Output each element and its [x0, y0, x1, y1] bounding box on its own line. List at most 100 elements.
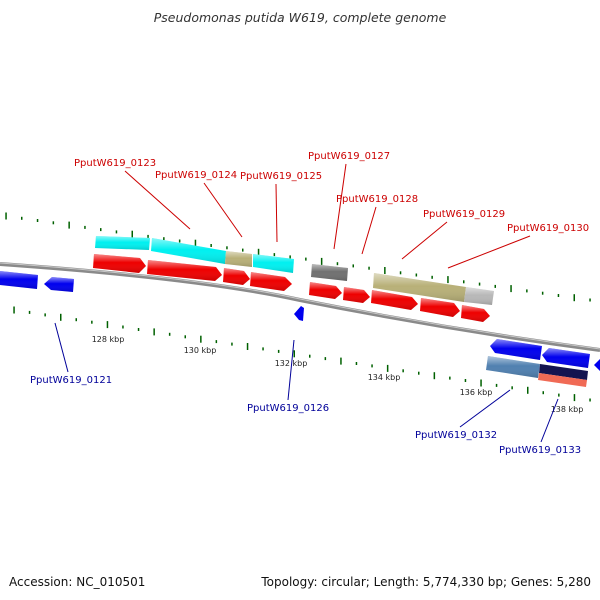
gene-block-0133-salmon: [538, 373, 587, 387]
callout-line: [459, 389, 511, 428]
major-tick: [573, 394, 576, 402]
minor-tick: [542, 391, 544, 395]
genome-backbone: [0, 262, 600, 352]
minor-tick: [21, 216, 23, 220]
major-tick: [257, 248, 260, 256]
cds-arrow-reverse: [490, 339, 542, 360]
cds-arrow: [343, 287, 370, 303]
major-tick: [433, 372, 436, 380]
minor-tick: [402, 369, 404, 373]
minor-tick: [115, 230, 118, 234]
gene-label-0127: PputW619_0127: [308, 151, 390, 162]
gene-block-0133-navy: [539, 364, 588, 380]
gene-label-0121: PputW619_0121: [30, 375, 112, 386]
cds-arrow-reverse: [44, 277, 74, 292]
minor-tick: [494, 284, 496, 288]
major-tick: [106, 321, 109, 329]
scale-label: 128 kbp: [92, 335, 125, 344]
genome-summary-text: Topology: circular; Length: 5,774,330 bp…: [260, 575, 591, 589]
cds-arrow-reverse: [542, 348, 590, 368]
major-tick: [320, 257, 323, 265]
minor-tick: [147, 234, 149, 238]
minor-tick: [399, 271, 402, 275]
callout-line: [333, 163, 347, 250]
major-tick: [510, 285, 512, 293]
reverse-gene-labels: PputW619_0121 PputW619_0126 PputW619_013…: [30, 322, 581, 456]
scale-label: 138 kbp: [551, 405, 584, 414]
cds-arrow: [371, 290, 418, 310]
callout-line: [540, 398, 559, 443]
scale-label: 134 kbp: [368, 373, 401, 382]
minor-tick: [137, 328, 140, 331]
minor-tick: [464, 379, 467, 382]
feature-track-outer: [95, 236, 588, 387]
minor-tick: [449, 376, 451, 380]
cds-arrow: [461, 305, 490, 322]
callout-line: [203, 182, 243, 238]
minor-tick: [415, 273, 418, 277]
callout-line: [124, 170, 191, 230]
callout-line: [447, 235, 531, 269]
minor-tick: [231, 342, 233, 346]
gene-block-0129: [373, 273, 466, 302]
gene-label-0124: PputW619_0124: [155, 170, 237, 181]
minor-tick: [541, 291, 544, 295]
cds-arrow: [250, 272, 292, 291]
minor-tick: [226, 246, 228, 250]
minor-tick: [431, 275, 433, 279]
major-tick: [200, 335, 202, 343]
minor-tick: [122, 325, 124, 329]
gene-block-0125: [253, 254, 294, 273]
minor-tick: [511, 386, 513, 390]
gene-label-0125: PputW619_0125: [240, 171, 322, 182]
outer-tick-track: [5, 212, 591, 302]
scale-label: 136 kbp: [460, 388, 493, 397]
cds-arrow-reverse: [294, 306, 304, 321]
minor-tick: [100, 228, 102, 232]
major-tick: [131, 230, 133, 238]
minor-tick: [324, 357, 327, 361]
minor-tick: [418, 371, 420, 375]
minor-tick: [28, 310, 31, 314]
minor-tick: [305, 257, 307, 261]
minor-tick: [273, 253, 276, 257]
minor-tick: [242, 248, 244, 252]
inner-tick-track: [13, 306, 591, 402]
minor-tick: [355, 362, 358, 365]
cds-arrow: [309, 282, 342, 299]
minor-tick: [262, 347, 264, 351]
gene-label-0133: PputW619_0133: [499, 445, 581, 456]
minor-tick: [44, 313, 46, 317]
minor-tick: [526, 289, 528, 293]
major-tick: [447, 276, 449, 284]
gene-block-0124: [151, 238, 226, 264]
minor-tick: [558, 393, 560, 397]
scale-labels: 128 kbp 130 kbp 132 kbp 134 kbp 136 kbp …: [92, 335, 584, 414]
major-tick: [68, 221, 70, 229]
cds-arrow: [93, 254, 146, 273]
minor-tick: [371, 364, 373, 368]
minor-tick: [84, 225, 86, 229]
cds-track-reverse: [0, 271, 600, 371]
minor-tick: [75, 318, 77, 322]
major-tick: [573, 294, 575, 302]
minor-tick: [184, 335, 186, 339]
gene-block-0132: [486, 356, 540, 378]
gene-block-0123: [95, 236, 150, 250]
genome-backbone-highlight: [0, 262, 600, 350]
minor-tick: [589, 398, 591, 402]
callout-line: [275, 183, 278, 243]
cds-arrow-reverse: [0, 271, 38, 289]
major-tick: [194, 239, 197, 247]
gene-block-0124-olive: [225, 251, 252, 267]
minor-tick: [210, 244, 212, 247]
scale-label: 130 kbp: [184, 346, 217, 355]
gene-label-0126: PputW619_0126: [247, 403, 329, 414]
callout-line: [54, 322, 69, 373]
cds-track-forward: [93, 254, 490, 322]
callout-line: [287, 339, 295, 401]
minor-tick: [168, 332, 171, 336]
minor-tick: [91, 320, 93, 324]
gene-label-0128: PputW619_0128: [336, 194, 418, 205]
callout-line: [361, 206, 377, 255]
